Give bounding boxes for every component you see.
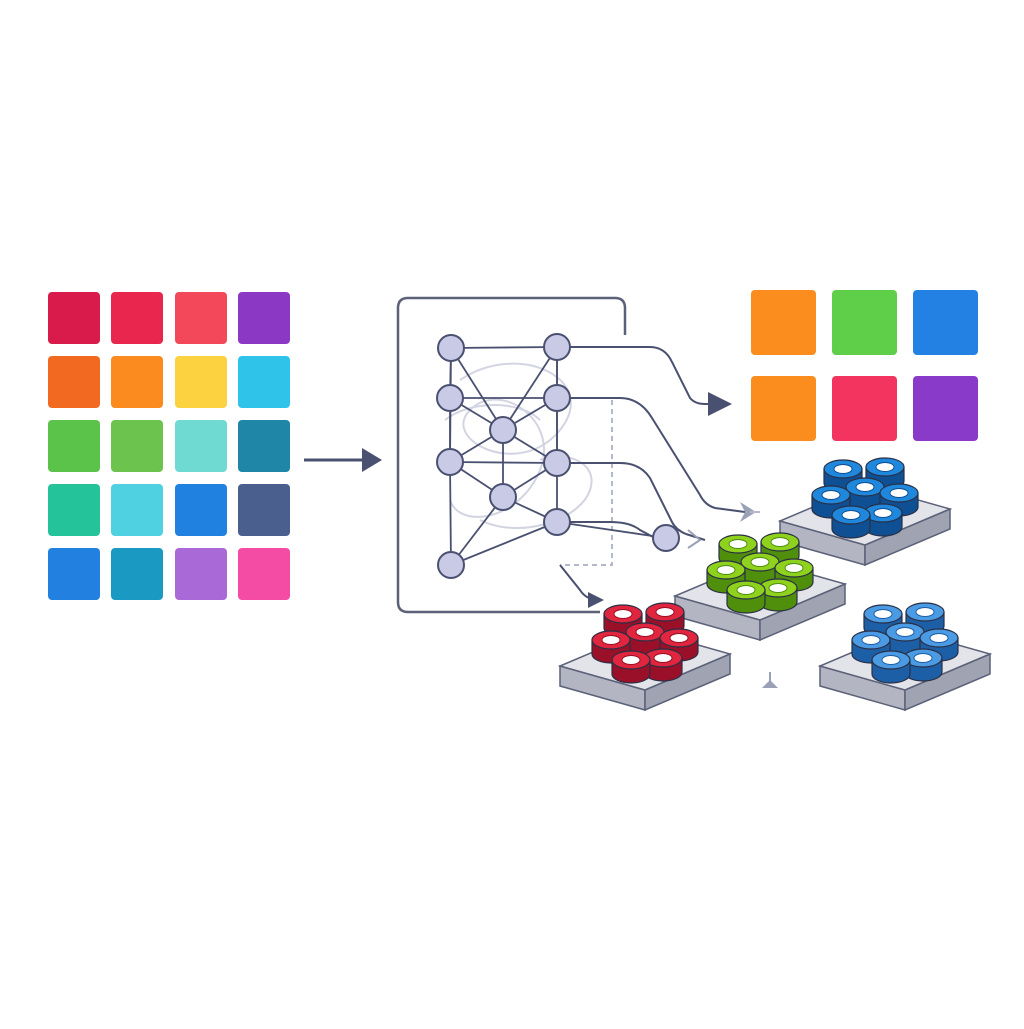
cluster-ring xyxy=(726,580,766,614)
input-swatch xyxy=(238,420,290,472)
network-node xyxy=(489,483,517,511)
input-swatch xyxy=(238,484,290,536)
cluster-blue-bottom xyxy=(817,602,993,712)
network-edge xyxy=(450,346,558,349)
network-node xyxy=(489,416,517,444)
input-color-palette xyxy=(48,292,290,600)
input-swatch xyxy=(48,356,100,408)
cluster-ring xyxy=(643,648,683,682)
input-swatch xyxy=(111,356,163,408)
cluster-ring xyxy=(760,532,800,566)
cluster-green xyxy=(672,532,848,642)
cluster-ring xyxy=(903,648,943,682)
network-node xyxy=(437,334,465,362)
cluster-ring xyxy=(591,630,631,664)
input-swatch xyxy=(175,292,227,344)
output-connector-line xyxy=(570,521,656,539)
network-edge xyxy=(502,346,558,431)
network-node xyxy=(436,448,464,476)
output-arrow-head xyxy=(708,392,732,416)
cluster-blue-top xyxy=(777,457,953,567)
cluster-ring xyxy=(863,503,903,537)
cluster-ring xyxy=(758,578,798,612)
network-edge xyxy=(449,461,558,464)
output-swatch xyxy=(832,290,897,355)
network-edge xyxy=(450,347,504,431)
network-node xyxy=(543,449,571,477)
input-swatch xyxy=(175,548,227,600)
cluster-ring xyxy=(611,650,651,684)
network-node xyxy=(543,508,571,536)
small-return-arrow xyxy=(750,511,778,688)
network-nodes xyxy=(436,333,680,579)
input-swatch xyxy=(111,484,163,536)
network-node xyxy=(543,333,571,361)
cluster-arrow-head xyxy=(588,592,604,608)
input-swatch xyxy=(238,356,290,408)
input-swatch xyxy=(48,420,100,472)
output-connector-line xyxy=(570,397,746,513)
cluster-ring xyxy=(831,505,871,539)
input-swatch xyxy=(175,420,227,472)
input-swatch xyxy=(111,292,163,344)
cluster-red xyxy=(557,602,733,712)
input-swatch xyxy=(48,548,100,600)
cluster-arrow-head xyxy=(740,502,756,522)
network-node xyxy=(652,524,680,552)
network-frame xyxy=(396,296,627,614)
output-swatch xyxy=(832,376,897,441)
network-node xyxy=(436,384,464,412)
network-edge xyxy=(450,496,504,566)
input-swatch xyxy=(238,548,290,600)
input-swatch xyxy=(175,356,227,408)
cluster-ring xyxy=(871,650,911,684)
output-swatch xyxy=(751,376,816,441)
output-swatch xyxy=(913,290,978,355)
output-swatch xyxy=(913,376,978,441)
network-edge xyxy=(450,521,558,566)
input-swatch xyxy=(111,420,163,472)
cluster-arrow-head xyxy=(687,529,702,549)
output-connector-line xyxy=(570,346,720,405)
input-swatch xyxy=(111,548,163,600)
input-swatch xyxy=(48,484,100,536)
output-swatch xyxy=(751,290,816,355)
network-node xyxy=(437,551,465,579)
input-to-network-arrow xyxy=(304,448,382,472)
input-swatch xyxy=(175,484,227,536)
network-node xyxy=(543,384,571,412)
cluster-platforms xyxy=(557,457,993,712)
cluster-ring xyxy=(774,558,814,592)
network-edge xyxy=(449,461,452,566)
output-connectors xyxy=(559,346,756,608)
input-swatch xyxy=(238,292,290,344)
cluster-ring xyxy=(845,477,885,511)
input-swatch xyxy=(48,292,100,344)
output-color-palette xyxy=(751,290,978,441)
output-connector-line xyxy=(559,564,600,601)
network-edge xyxy=(556,521,667,539)
output-connector-line xyxy=(570,462,706,541)
